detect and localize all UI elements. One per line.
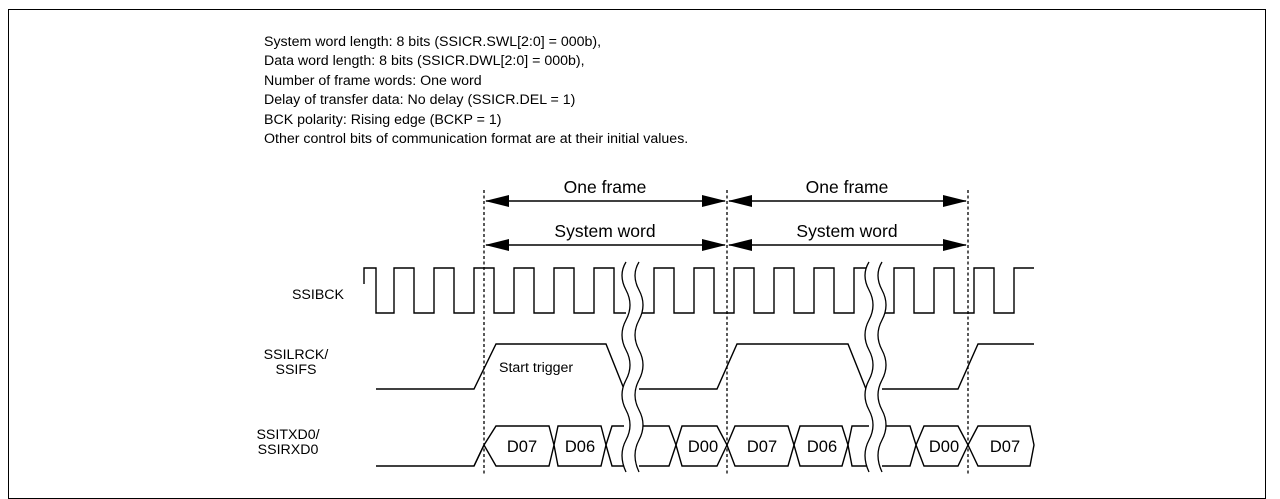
signal-ssibck: SSIBCK (292, 287, 345, 303)
frame-label-1: One frame (564, 177, 647, 197)
data-cell-d06-1: D06 (565, 438, 595, 456)
time-break-2 (864, 261, 887, 473)
timing-diagram: One frame One frame System word System w… (256, 177, 1035, 474)
time-break-1 (621, 261, 644, 473)
data-cell-d00-2: D00 (929, 438, 959, 456)
frame-label-2: One frame (806, 177, 889, 197)
signal-data-line1: SSITXD0/ (256, 427, 319, 443)
system-word-label-1: System word (554, 221, 655, 241)
note-transfer-delay: Delay of transfer data: No delay (SSICR.… (264, 92, 576, 109)
note-other-bits: Other control bits of communication form… (264, 131, 689, 148)
note-frame-words: Number of frame words: One word (264, 72, 482, 89)
start-trigger-label: Start trigger (499, 360, 573, 376)
data-cell-d07-3: D07 (990, 438, 1020, 456)
data-cell-d00-1: D00 (688, 438, 718, 456)
ssibck-waveform (363, 267, 1034, 314)
signal-lrck-line1: SSILRCK/ (264, 347, 329, 363)
data-cell-d06-2: D06 (807, 438, 837, 456)
note-bck-polarity: BCK polarity: Rising edge (BCKP = 1) (264, 111, 502, 128)
note-data-word-length: Data word length: 8 bits (SSICR.DWL[2:0]… (264, 53, 585, 70)
data-cell-d07-1: D07 (507, 438, 537, 456)
signal-data-line2: SSIRXD0 (258, 442, 319, 458)
signal-lrck-line2: SSIFS (276, 362, 317, 378)
data-waveform (376, 425, 1035, 467)
format-notes: System word length: 8 bits (SSICR.SWL[2:… (264, 33, 688, 149)
frame-boundaries (483, 190, 969, 474)
frame-arrows (485, 195, 967, 251)
note-system-word-length: System word length: 8 bits (SSICR.SWL[2:… (264, 34, 602, 50)
system-word-label-2: System word (796, 221, 897, 241)
data-cell-d07-2: D07 (747, 438, 777, 456)
ssilrck-waveform (376, 343, 1034, 390)
